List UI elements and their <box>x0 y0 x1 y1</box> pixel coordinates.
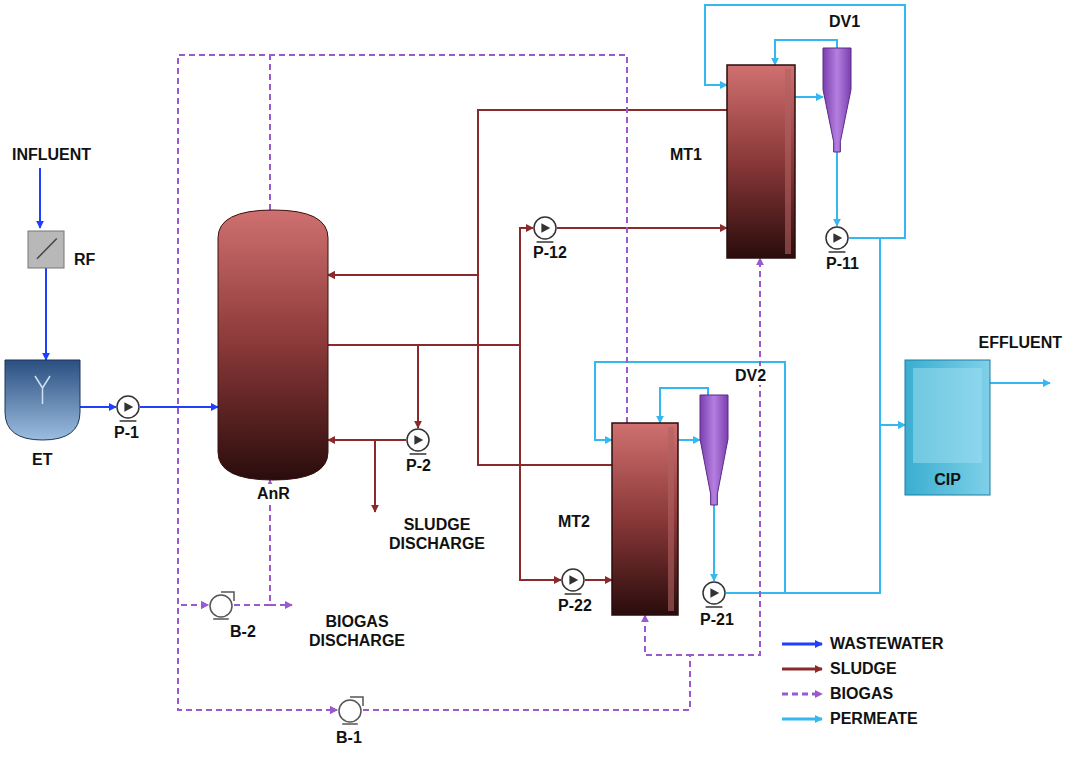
equipment-symbol <box>727 65 795 258</box>
flow-line <box>328 439 406 441</box>
flow-line <box>328 228 533 345</box>
legend-sample <box>782 643 822 646</box>
equipment-node: MT1 <box>727 65 795 258</box>
equipment-label: CIP <box>932 470 963 489</box>
equipment-label: P-12 <box>531 243 569 262</box>
flow-line <box>713 505 715 581</box>
flow-line <box>585 579 612 581</box>
equipment-symbol <box>218 210 328 480</box>
legend-text: WASTEWATER <box>830 634 943 653</box>
equipment-node: P-12 <box>533 216 557 240</box>
flow-line <box>140 406 218 408</box>
flow-line <box>45 268 47 360</box>
equipment-label: MT2 <box>556 512 592 531</box>
equipment-node: P-22 <box>561 568 585 592</box>
equipment-label: P-11 <box>824 254 861 273</box>
stream-label: BIOGAS DISCHARGE <box>290 612 424 650</box>
equipment-symbol <box>612 423 678 615</box>
sludge-discharge-line <box>374 440 376 512</box>
equipment-symbol <box>561 568 585 592</box>
equipment-label: P-2 <box>404 456 433 475</box>
equipment-node: P-11 <box>825 226 849 250</box>
equipment-node: CIP <box>905 360 990 495</box>
equipment-label: P-1 <box>112 423 141 442</box>
equipment-symbol <box>702 581 726 605</box>
equipment-node: MT2 <box>612 423 678 615</box>
flow-line <box>328 275 612 465</box>
flow-line <box>328 345 561 580</box>
equipment-node: B-1 <box>337 697 363 723</box>
flow-line <box>557 227 727 229</box>
flow-line <box>836 152 838 226</box>
stream-label: SLUDGE DISCHARGE <box>360 515 514 553</box>
equipment-symbol <box>337 697 363 723</box>
equipment-symbol <box>825 226 849 250</box>
equipment-symbol <box>5 360 80 440</box>
equipment-label: RF <box>72 250 97 269</box>
flow-line <box>178 55 627 605</box>
equipment-node: P-1 <box>116 395 140 419</box>
flow-line <box>726 425 905 593</box>
stream-label: INFLUENT <box>10 145 93 164</box>
legend-text: SLUDGE <box>830 659 897 678</box>
equipment-symbol <box>116 395 140 419</box>
biogas-discharge-line <box>270 604 292 606</box>
flow-line <box>328 345 418 428</box>
equipment-symbol <box>406 428 430 452</box>
equipment-node: P-2 <box>406 428 430 452</box>
equipment-node: ET <box>5 360 80 440</box>
equipment-label: MT1 <box>668 145 704 164</box>
influent-line <box>39 168 41 228</box>
flow-line <box>80 406 116 408</box>
legend-text: PERMEATE <box>830 709 918 728</box>
equipment-node: DV1 <box>823 48 851 152</box>
flow-line <box>678 439 700 441</box>
equipment-label: P-22 <box>556 596 594 615</box>
legend-sample <box>782 668 822 671</box>
equipment-label: DV1 <box>827 12 862 31</box>
equipment-node: B-2 <box>208 592 234 618</box>
flow-line <box>178 55 627 710</box>
equipment-label: ET <box>30 450 54 469</box>
equipment-label: B-1 <box>334 728 364 747</box>
equipment-symbol <box>208 592 234 618</box>
equipment-symbol <box>533 216 557 240</box>
effluent-line <box>990 382 1050 384</box>
equipment-symbol <box>700 395 728 505</box>
equipment-label: DV2 <box>733 366 768 385</box>
legend-sample <box>782 718 822 721</box>
equipment-label: B-2 <box>228 622 258 641</box>
equipment-symbol <box>28 231 64 268</box>
stream-label: EFFLUENT <box>976 333 1064 352</box>
equipment-node: P-21 <box>702 581 726 605</box>
equipment-label: P-21 <box>698 610 736 629</box>
equipment-node: DV2 <box>700 395 728 505</box>
equipment-label: AnR <box>255 484 292 503</box>
flow-line <box>328 110 727 275</box>
legend-text: BIOGAS <box>830 684 893 703</box>
legend-sample <box>782 693 822 696</box>
equipment-node: RF <box>28 231 64 268</box>
equipment-node: AnR <box>218 210 328 480</box>
equipment-symbol <box>823 48 851 152</box>
flow-line <box>795 96 823 98</box>
